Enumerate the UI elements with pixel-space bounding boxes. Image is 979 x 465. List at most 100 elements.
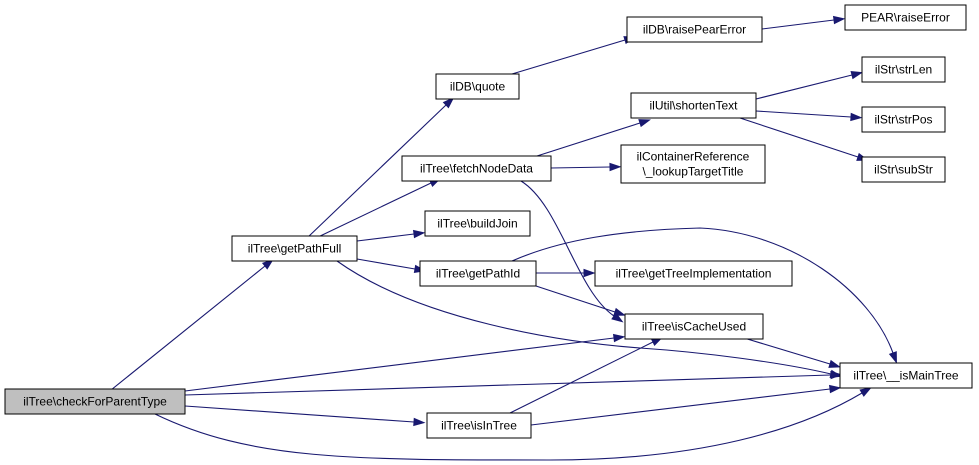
edge-line [356, 258, 416, 270]
node-label: ilTree\getPathId [436, 267, 520, 281]
arrowhead-icon [859, 387, 872, 397]
node-buildJoin[interactable]: ilTree\buildJoin [424, 210, 531, 237]
edge-line [184, 405, 415, 423]
edge-line [755, 74, 853, 100]
node-box [594, 260, 793, 287]
node-box [426, 412, 532, 439]
edge-getPathFull-to-isMainTree [336, 260, 843, 378]
node-getPathFull[interactable]: ilTree\getPathFull [231, 235, 358, 262]
arrowhead-icon [832, 15, 846, 25]
edge-line [550, 166, 611, 169]
node-box [844, 4, 967, 31]
arrowhead-icon [888, 351, 897, 364]
nodes: ilTree\checkForParentType ilTree\getPathF… [4, 4, 973, 439]
arrowhead-icon [829, 384, 842, 394]
edge-checkForParentType-to-isMainTree [154, 387, 872, 461]
edge-line [743, 337, 831, 365]
node-label: ilTree\getTreeImplementation [616, 267, 772, 281]
node-strLen[interactable]: ilStr\strLen [861, 56, 946, 83]
edge-line [306, 104, 447, 239]
node-fetchNodeData[interactable]: ilTree\fetchNodeData [401, 155, 552, 182]
node-box [626, 16, 763, 43]
node-subStr[interactable]: ilStr\subStr [861, 156, 946, 183]
edge-line [761, 19, 835, 30]
edge-getPathId-to-isCacheUsed [535, 285, 626, 316]
arrowhead-icon [829, 369, 843, 378]
node-getTreeImplementation[interactable]: ilTree\getTreeImplementation [594, 260, 793, 287]
edge-line [356, 233, 415, 242]
edge-line [755, 110, 852, 118]
edge-line [509, 341, 654, 414]
edge-line [511, 39, 626, 75]
node-box [401, 155, 552, 182]
node-label: PEAR\raiseError [861, 11, 950, 25]
node-label: ilUtil\shortenText [649, 99, 738, 113]
edge-ilDB_raisePearError-to-PEAR_raiseError [761, 15, 846, 30]
edge-getPathId-to-getTreeImplementation [536, 268, 596, 278]
edge-getPathId-to-isMainTree [511, 227, 897, 364]
node-box [424, 210, 531, 237]
arrowhead-icon [412, 229, 426, 239]
node-isInTree[interactable]: ilTree\isInTree [426, 412, 532, 439]
node-label: ilDB\raisePearError [643, 23, 746, 37]
arrowhead-icon [442, 97, 455, 109]
arrowhead-icon [261, 258, 274, 270]
arrowhead-icon [413, 417, 426, 427]
node-checkForParentType[interactable]: ilTree\checkForParentType [4, 388, 186, 415]
edge-line [336, 260, 832, 375]
edge-getPathFull-to-ilDB_quote [306, 97, 455, 239]
arrowhead-icon [609, 162, 622, 172]
node-ilDB_raisePearError[interactable]: ilDB\raisePearError [626, 16, 763, 43]
node-box [861, 106, 946, 133]
edge-line [184, 374, 832, 396]
arrowhead-icon [828, 359, 842, 368]
edge-isCacheUsed-to-isMainTree [743, 337, 842, 368]
edge-getPathFull-to-getPathId [356, 258, 427, 274]
arrowhead-icon [638, 119, 651, 128]
edge-getPathFull-to-buildJoin [356, 229, 426, 242]
node-label: ilStr\strPos [874, 113, 932, 127]
edge-fetchNodeData-to-shortenText [536, 119, 651, 157]
edge-getPathFull-to-fetchNodeData [315, 178, 442, 239]
edge-ilDB_quote-to-ilDB_raisePearError [511, 36, 637, 75]
edge-line [315, 182, 432, 239]
node-box [435, 73, 520, 100]
node-strPos[interactable]: ilStr\strPos [861, 106, 946, 133]
node-box [620, 144, 766, 184]
edge-shortenText-to-strPos [755, 110, 863, 122]
node-PEAR_raiseError[interactable]: PEAR\raiseError [844, 4, 967, 31]
edge-line [110, 265, 266, 391]
edge-isInTree-to-isMainTree [530, 384, 842, 426]
edge-checkForParentType-to-getPathFull [110, 258, 274, 391]
node-getPathId[interactable]: ilTree\getPathId [419, 260, 537, 287]
edge-fetchNodeData-to-lookupTargetTitle [550, 162, 622, 172]
node-shortenText[interactable]: ilUtil\shortenText [630, 92, 757, 119]
arrowhead-icon [850, 112, 863, 122]
node-label: ilContainerReference [637, 150, 750, 164]
node-isMainTree[interactable]: ilTree\__isMainTree [839, 362, 973, 389]
arrowhead-icon [613, 307, 626, 316]
node-isCacheUsed[interactable]: ilTree\isCacheUsed [624, 313, 764, 340]
node-lookupTargetTitle[interactable]: ilContainerReference\_lookupTargetTitle [620, 144, 766, 184]
edge-checkForParentType-to-isMainTree [184, 370, 843, 396]
edge-line [535, 285, 616, 313]
node-box [839, 362, 973, 389]
node-box [624, 313, 764, 340]
node-ilDB_quote[interactable]: ilDB\quote [435, 73, 520, 100]
node-box [861, 156, 946, 183]
node-label: ilTree\getPathFull [248, 242, 342, 256]
edge-line [184, 337, 615, 392]
arrowhead-icon [612, 333, 626, 343]
edge-line [154, 392, 863, 461]
arrowhead-icon [583, 268, 596, 278]
node-label: ilTree\__isMainTree [853, 369, 958, 383]
edge-checkForParentType-to-isInTree [184, 405, 426, 427]
edge-checkForParentType-to-isCacheUsed [184, 333, 626, 392]
node-label: ilStr\strLen [875, 63, 932, 77]
edge-shortenText-to-strLen [755, 71, 864, 100]
node-label: ilDB\quote [450, 80, 506, 94]
edges [110, 15, 897, 461]
node-label: ilTree\isInTree [441, 419, 517, 433]
node-label: \_lookupTargetTitle [643, 165, 744, 179]
